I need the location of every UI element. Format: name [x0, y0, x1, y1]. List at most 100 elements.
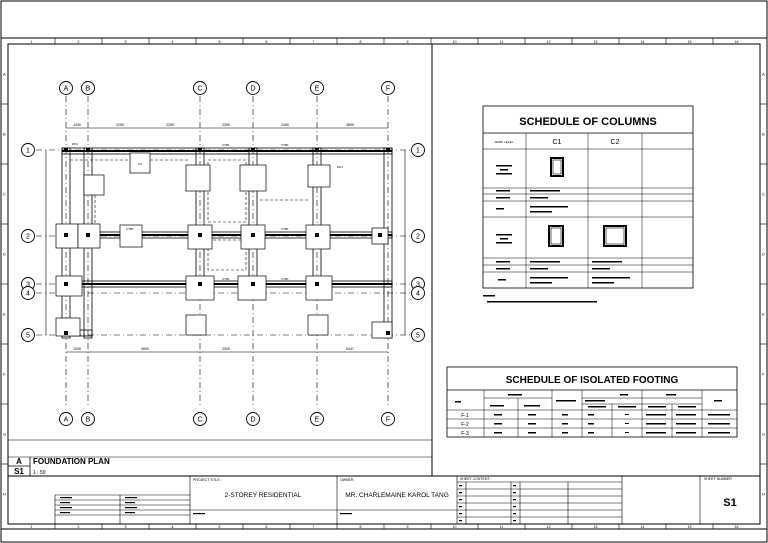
- border-number: 14: [641, 40, 645, 44]
- border-number: 8: [360, 525, 362, 529]
- border-number: 4: [172, 525, 174, 529]
- grid-bubble: [246, 81, 260, 95]
- grid-bubble-label: E: [315, 417, 320, 424]
- grid-bubble: [411, 286, 425, 300]
- border-letter: G: [3, 432, 6, 437]
- grid-bubble-label: F: [386, 86, 390, 93]
- border-number: 4: [172, 40, 174, 44]
- border-letter: C: [3, 192, 6, 197]
- grid-bubble: [59, 81, 73, 95]
- plan-title-block: A S1 FOUNDATION PLAN 1 : 50: [8, 439, 760, 477]
- sheet-number-label: SHEET NUMBER: [704, 477, 732, 481]
- grid-bubble: [21, 328, 35, 342]
- grid-bubble-label: D: [250, 417, 255, 424]
- grid-bubble: [246, 412, 260, 426]
- col-header-mark: MARK LEVEL: [495, 140, 514, 144]
- grid-bubble-label: C: [197, 417, 202, 424]
- project-title: 2-STOREY RESIDENTIAL: [225, 492, 302, 499]
- svg-text:5447: 5447: [346, 347, 354, 351]
- grid-bubble-label: 4: [416, 291, 420, 298]
- footing-row-f2: F-2: [461, 422, 469, 428]
- border-letter: F: [762, 372, 765, 377]
- border-number: 6: [266, 525, 268, 529]
- grid-bubble: [381, 412, 395, 426]
- border-number: 12: [547, 525, 551, 529]
- grid-bubble-label: 2: [26, 234, 30, 241]
- border-number: 13: [594, 525, 598, 529]
- grid-bubble: [193, 412, 207, 426]
- border-number: 2: [78, 40, 80, 44]
- svg-text:4600: 4600: [141, 347, 149, 351]
- grid-bubble: [310, 81, 324, 95]
- grid-bubble: [59, 412, 73, 426]
- border-number: 16: [735, 525, 739, 529]
- grid-bubble: [411, 143, 425, 157]
- svg-text:F3: F3: [138, 162, 142, 166]
- border-letter: B: [3, 132, 6, 137]
- grid-bubble-label: A: [64, 417, 69, 424]
- border-number: 5: [219, 525, 221, 529]
- svg-text:2250: 2250: [166, 123, 174, 127]
- border-number: 16: [735, 40, 739, 44]
- svg-text:2450: 2450: [281, 123, 289, 127]
- grid-bubble: [21, 143, 35, 157]
- grid-bubble-label: 3: [26, 282, 30, 289]
- grid-bubble-label: C: [197, 86, 202, 93]
- grid-bubble: [411, 328, 425, 342]
- svg-text:1430: 1430: [73, 123, 81, 127]
- project-label: PROJECT TITLE :: [193, 478, 222, 482]
- border-number: 1: [31, 525, 33, 529]
- border-number: 9: [407, 40, 409, 44]
- grid-bubble: [21, 286, 35, 300]
- title-block: PROJECT TITLE : 2-STOREY RESIDENTIAL OWN…: [54, 476, 737, 524]
- border-number: 10: [453, 525, 457, 529]
- border-letter: D: [762, 252, 765, 257]
- border-letter: A: [762, 72, 765, 77]
- footing-row-f3: F-3: [461, 431, 469, 437]
- grid-bubble-label: 4: [26, 291, 30, 298]
- border-number: 11: [500, 525, 504, 529]
- grid-bubble: [411, 229, 425, 243]
- grid-bubble-label: 3: [416, 282, 420, 289]
- border-number: 15: [688, 40, 692, 44]
- border-letter: B: [762, 132, 765, 137]
- grid-bubble-label: A: [64, 86, 69, 93]
- svg-text:FTB1: FTB1: [222, 143, 230, 147]
- svg-text:3800: 3800: [346, 123, 354, 127]
- grid-bubble-label: D: [250, 86, 255, 93]
- owner-name: MR. CHARLEMAINE KAROL TANG: [345, 492, 449, 499]
- svg-text:FTB1: FTB1: [222, 277, 230, 281]
- grid-bubble-label: 1: [416, 148, 420, 155]
- border-letter: E: [3, 312, 6, 317]
- border-letter: G: [762, 432, 765, 437]
- border-letter: D: [3, 252, 6, 257]
- plan-title: FOUNDATION PLAN: [33, 457, 110, 466]
- border-number: 12: [547, 40, 551, 44]
- grid-bubble-label: 5: [26, 333, 30, 340]
- border-number: 15: [688, 525, 692, 529]
- sheet-content-label: SHEET CONTENT :: [460, 477, 491, 481]
- svg-text:2390: 2390: [222, 123, 230, 127]
- schedule-of-isolated-footing: SCHEDULE OF ISOLATED FOOTING F-1 F-2 F-3: [446, 366, 738, 438]
- schedule-columns-title: SCHEDULE OF COLUMNS: [519, 116, 657, 128]
- owner-label: OWNER :: [340, 478, 355, 482]
- grid-bubble: [381, 81, 395, 95]
- border-number: 2: [78, 525, 80, 529]
- plan-sheet-ref: S1: [14, 467, 24, 476]
- border-number: 10: [453, 40, 457, 44]
- border-letter: H: [762, 492, 765, 497]
- grid-bubble-label: F: [386, 417, 390, 424]
- border-number: 1: [31, 40, 33, 44]
- border-letter: C: [762, 192, 765, 197]
- border-letter: E: [762, 312, 765, 317]
- border-letter: F: [3, 372, 6, 377]
- grid-bubble: [81, 412, 95, 426]
- border-number: 7: [313, 525, 315, 529]
